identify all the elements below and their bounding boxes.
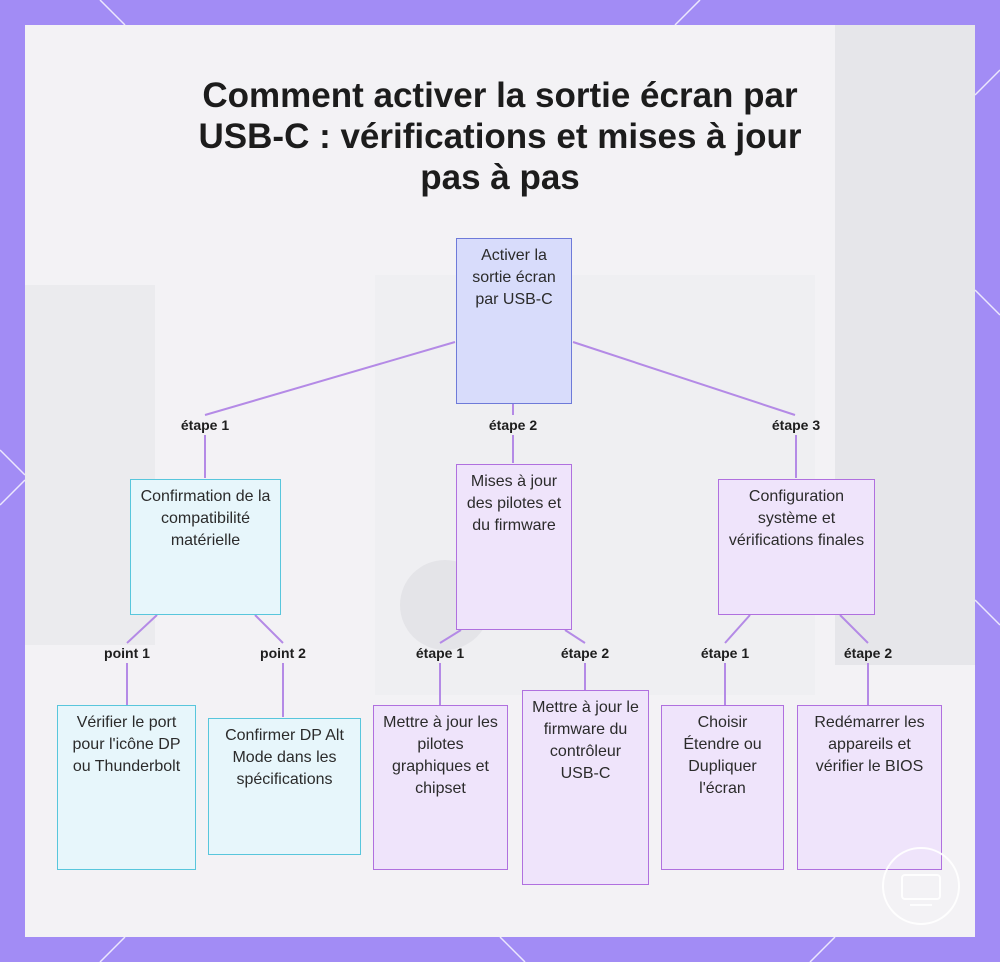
edge-label-hardware-2: point 2 — [260, 645, 306, 661]
leaf-restart-bios-label: Redémarrer les appareils et vérifier le … — [806, 712, 933, 778]
leaf-check-port-label: Vérifier le port pour l'icône DP ou Thun… — [66, 712, 187, 778]
branch-configuration-label: Configuration système et vérifications f… — [727, 486, 866, 552]
leaf-update-drivers-label: Mettre à jour les pilotes graphiques et … — [382, 712, 499, 800]
leaf-choose-display-label: Choisir Étendre ou Dupliquer l'écran — [670, 712, 775, 800]
leaf-node-update-drivers: Mettre à jour les pilotes graphiques et … — [373, 705, 508, 870]
leaf-update-firmware-label: Mettre à jour le firmware du contrôleur … — [531, 697, 640, 785]
branch-hardware-label: Confirmation de la compatibilité matérie… — [139, 486, 272, 552]
branch-node-drivers: Mises à jour des pilotes et du firmware — [456, 464, 572, 630]
leaf-node-choose-display: Choisir Étendre ou Dupliquer l'écran — [661, 705, 784, 870]
edge-label-configuration-1: étape 1 — [701, 645, 749, 661]
edge-label-drivers-2: étape 2 — [561, 645, 609, 661]
branch-node-configuration: Configuration système et vérifications f… — [718, 479, 875, 615]
edge-label-branch-1: étape 1 — [181, 417, 229, 433]
edge-label-hardware-1: point 1 — [104, 645, 150, 661]
leaf-node-check-port: Vérifier le port pour l'icône DP ou Thun… — [57, 705, 196, 870]
edge-label-configuration-2: étape 2 — [844, 645, 892, 661]
diagram-card: Comment activer la sortie écran par USB-… — [25, 25, 975, 937]
edge-label-branch-2: étape 2 — [489, 417, 537, 433]
root-label: Activer la sortie écran par USB-C — [465, 245, 563, 311]
branch-drivers-label: Mises à jour des pilotes et du firmware — [465, 471, 563, 537]
edge-label-drivers-1: étape 1 — [416, 645, 464, 661]
branch-node-hardware: Confirmation de la compatibilité matérie… — [130, 479, 281, 615]
edge-label-branch-3: étape 3 — [772, 417, 820, 433]
leaf-confirm-dp-alt-label: Confirmer DP Alt Mode dans les spécifica… — [217, 725, 352, 791]
leaf-node-confirm-dp-alt: Confirmer DP Alt Mode dans les spécifica… — [208, 718, 361, 855]
root-node: Activer la sortie écran par USB-C — [456, 238, 572, 404]
leaf-node-update-firmware: Mettre à jour le firmware du contrôleur … — [522, 690, 649, 885]
brand-logo-icon — [880, 845, 962, 927]
